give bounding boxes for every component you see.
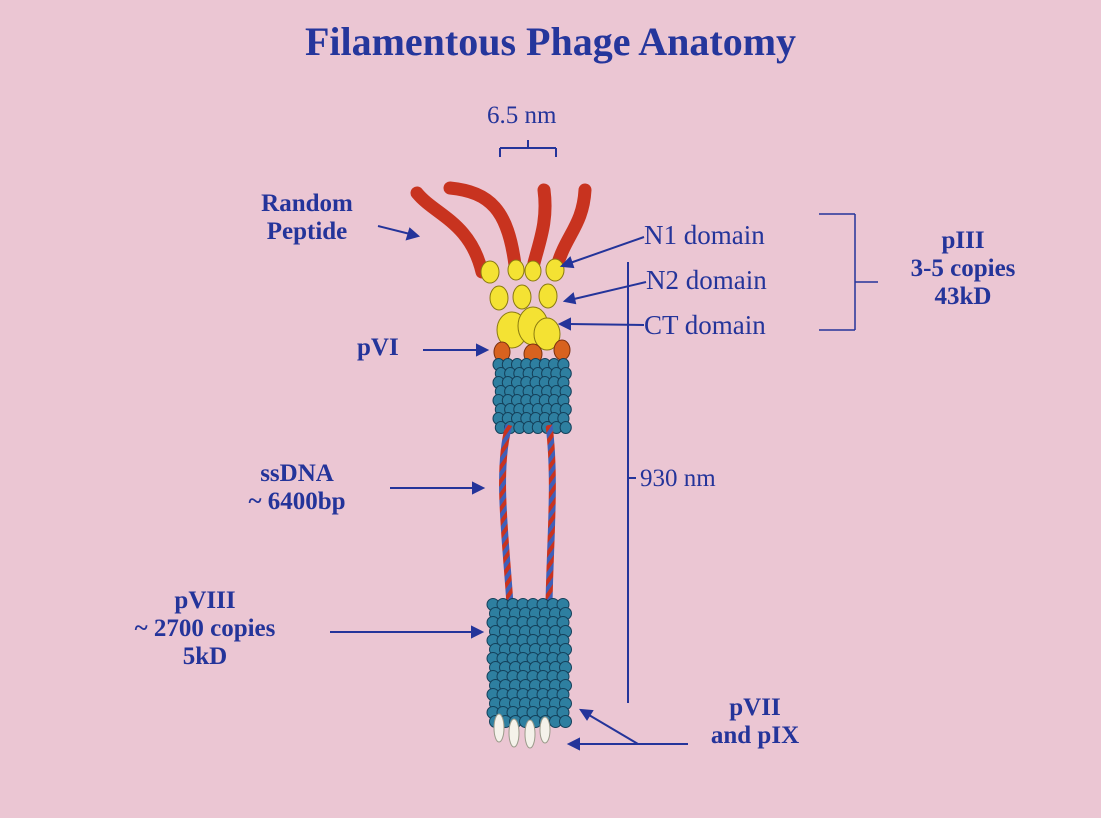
width-label: 6.5 nm <box>487 102 556 130</box>
length-label: 930 nm <box>640 465 716 493</box>
ssdna-line-2: ~ 6400bp <box>222 488 372 516</box>
piii-line-1: pIII <box>878 227 1048 255</box>
upper-coat-cylinder <box>493 359 571 434</box>
pvi-label: pVI <box>357 334 399 362</box>
width-scale-bar <box>500 140 556 157</box>
coat-protein <box>560 422 571 434</box>
ssdna-line-1: ssDNA <box>222 460 372 488</box>
n2-domain-label: N2 domain <box>646 265 767 295</box>
pvii-pix-line-1: pVII <box>680 694 830 722</box>
random-peptides <box>417 188 585 272</box>
random-peptide-line-2: Peptide <box>232 218 382 246</box>
page-title: Filamentous Phage Anatomy <box>0 20 1101 65</box>
pvii-pix-label: pVII and pIX <box>680 694 830 750</box>
piii-line-3: 43kD <box>878 283 1048 311</box>
piii-line-2: 3-5 copies <box>878 255 1048 283</box>
ssdna-label: ssDNA ~ 6400bp <box>222 460 372 516</box>
n1-domain-label: N1 domain <box>644 220 765 250</box>
n1-domains <box>481 259 564 283</box>
lower-coat-cylinder <box>487 599 572 728</box>
ct-domain-label: CT domain <box>644 310 766 340</box>
ssdna-strands <box>503 425 553 605</box>
random-peptide-line-1: Random <box>232 190 382 218</box>
pviii-label: pVIII ~ 2700 copies 5kD <box>90 587 320 671</box>
pviii-line-3: 5kD <box>90 643 320 671</box>
pviii-line-1: pVIII <box>90 587 320 615</box>
random-peptide-label: Random Peptide <box>232 190 382 246</box>
piii-bracket <box>819 214 878 330</box>
coat-protein <box>560 716 572 728</box>
piii-label: pIII 3-5 copies 43kD <box>878 227 1048 311</box>
pviii-line-2: ~ 2700 copies <box>90 615 320 643</box>
pvii-pix-line-2: and pIX <box>680 722 830 750</box>
length-scale-bar <box>628 262 636 703</box>
n2-domains <box>490 284 557 310</box>
